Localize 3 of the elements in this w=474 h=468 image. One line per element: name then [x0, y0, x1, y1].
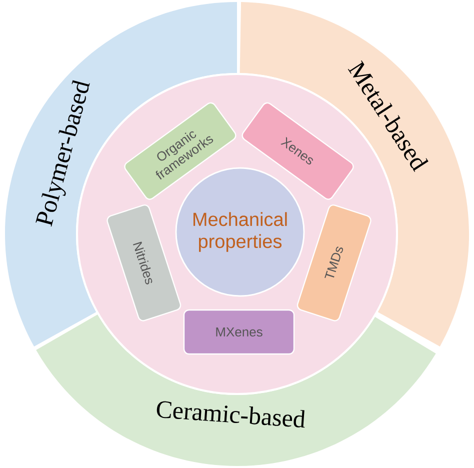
material-box: TMDs: [296, 204, 372, 322]
material-box: Nitrides: [106, 204, 182, 322]
material-box: MXenes: [183, 309, 295, 355]
